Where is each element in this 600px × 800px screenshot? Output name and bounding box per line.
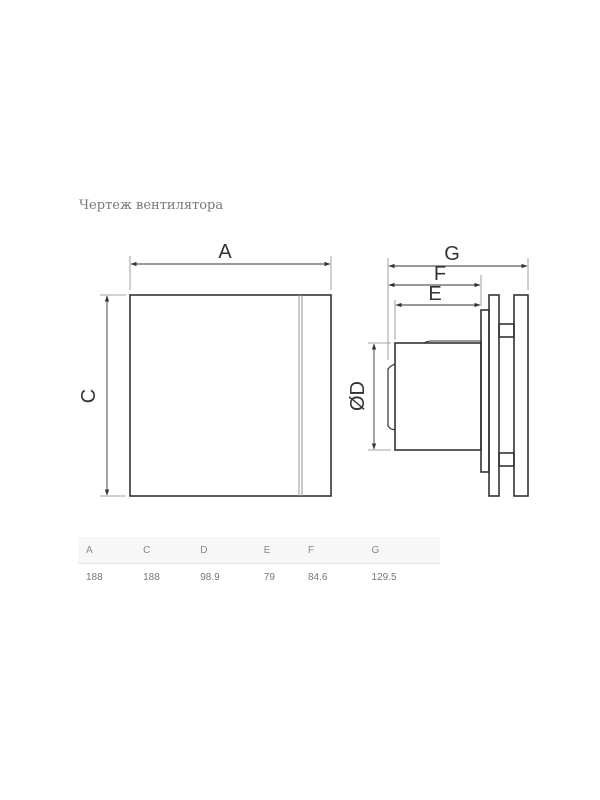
header-f: F <box>300 537 364 564</box>
dimensions-table: A C D E F G 188 188 98.9 79 84.6 129.5 <box>78 537 440 590</box>
value-g: 129.5 <box>371 571 397 583</box>
label-f: F <box>434 263 446 285</box>
header-a: A <box>78 537 136 564</box>
label-a: A <box>218 241 232 263</box>
side-view <box>387 294 529 497</box>
value-a: 188 <box>86 571 103 583</box>
header-d: D <box>192 537 256 564</box>
header-g: G <box>363 537 440 564</box>
label-e: E <box>428 283 441 305</box>
table-header-row: A C D E F G <box>78 537 440 564</box>
side-view-dimensions: G F E ØD <box>347 243 529 451</box>
value-e: 79 <box>263 571 275 583</box>
value-d: 98.9 <box>200 571 220 583</box>
value-f: 84.6 <box>308 571 328 583</box>
page-title: Чертеж вентилятора <box>79 198 224 213</box>
value-c: 188 <box>143 571 160 583</box>
table-row: 188 188 98.9 79 84.6 129.5 <box>78 564 440 591</box>
header-e: E <box>255 537 300 564</box>
header-c: C <box>135 537 193 564</box>
front-view: A C <box>78 241 332 497</box>
label-g: G <box>444 243 460 265</box>
label-d: ØD <box>347 381 369 411</box>
label-c: C <box>78 389 100 403</box>
